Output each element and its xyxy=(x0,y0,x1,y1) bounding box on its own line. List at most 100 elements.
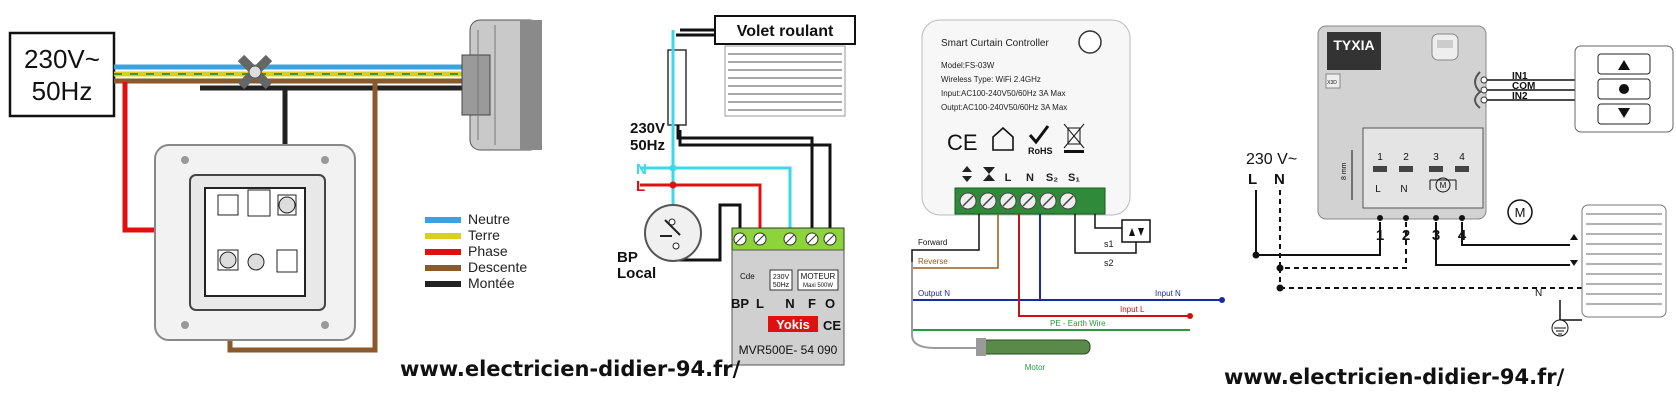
module-frequency: 50Hz xyxy=(773,282,790,289)
rohs-check-icon xyxy=(1028,125,1050,145)
s2-wire xyxy=(1074,214,1137,254)
motor-cable xyxy=(911,262,980,349)
up-down-icon xyxy=(962,166,972,182)
supply-voltage: 230V~ xyxy=(24,44,100,74)
legend-label: Montée xyxy=(468,275,515,291)
input-label: IN1 xyxy=(1512,71,1528,82)
spec-line: Wireless Type: WiFi 2.4GHz xyxy=(941,75,1041,84)
wall-switch-plate xyxy=(154,144,356,341)
module-cde: Cde xyxy=(740,272,755,281)
earth-label: PE - Earth Wire xyxy=(1050,319,1106,328)
terminal-label: BP xyxy=(731,296,749,311)
terminal-label: O xyxy=(825,296,835,311)
terminal-number: 3 xyxy=(1433,152,1439,163)
legend-label: Neutre xyxy=(468,211,510,227)
shutter-icon xyxy=(724,45,846,117)
output-n-label: Output N xyxy=(918,289,950,298)
s1-label: s1 xyxy=(1104,239,1114,249)
spec-line: Input:AC100-240V50/60Hz 3A Max xyxy=(941,89,1066,98)
svg-text:M: M xyxy=(1440,181,1447,190)
forward-label: Forward xyxy=(918,238,947,247)
mm-label: 8 mm xyxy=(1341,162,1348,180)
terminal-number: 4 xyxy=(1459,152,1465,163)
terminal-label: F xyxy=(808,296,816,311)
motor-circle-icon: M xyxy=(1507,199,1533,225)
junction-dot xyxy=(669,181,677,189)
motor-up-arrow-icon xyxy=(1570,234,1578,240)
smart-controller-device: Smart Curtain Controller Model:FS-03W Wi… xyxy=(921,19,1131,216)
s2-label: s2 xyxy=(1104,258,1114,268)
svg-text:M: M xyxy=(1515,205,1526,220)
terminal-number: 1 xyxy=(1377,152,1383,163)
legend-swatch xyxy=(425,265,461,271)
website-watermark: www.electricien-didier-94.fr/ xyxy=(1224,365,1565,389)
phase-label: L xyxy=(636,178,645,195)
wall-switch-icon xyxy=(1121,219,1151,243)
roller-shutter-icon xyxy=(1581,204,1667,318)
up-stop-down-switch xyxy=(1574,45,1674,133)
module-maxi: Maxi 500W xyxy=(803,283,833,289)
panel-3-smart-controller: Smart Curtain Controller Model:FS-03W Wi… xyxy=(911,19,1225,372)
supply-frequency-2: 50Hz xyxy=(630,137,665,154)
panel-1-switch-wiring: 230V~ 50Hz xyxy=(8,19,542,353)
motor-up-wire xyxy=(1461,222,1570,246)
line-l-label: L xyxy=(1248,171,1257,188)
line-n-label: N xyxy=(1274,171,1285,188)
tyxia-brand: TYXIA xyxy=(1333,37,1374,53)
legend-label: Phase xyxy=(468,243,508,259)
input-l-label: Input L xyxy=(1120,305,1145,314)
n-wire xyxy=(1279,190,1407,269)
house-icon xyxy=(992,126,1014,151)
terminal-label: L xyxy=(756,296,764,311)
motor-symbol-icon: M xyxy=(1429,177,1457,193)
yokis-model: MVR500E- 54 090 xyxy=(739,343,838,357)
legend-label: Descente xyxy=(468,259,527,275)
module-voltage: 230V xyxy=(773,274,790,281)
spec-line: Outpt:AC100-240V50/60Hz 3A Max xyxy=(941,103,1067,112)
input-n-label: Input N xyxy=(1155,289,1181,298)
terminal-label: S₂ xyxy=(1046,172,1058,184)
s1-wire xyxy=(1094,214,1122,229)
terminal-slot xyxy=(1373,166,1387,172)
terminal-slot xyxy=(1455,166,1469,172)
yokis-ce: CE xyxy=(823,318,841,333)
terminal-label: S₁ xyxy=(1068,172,1080,184)
input-label: COM xyxy=(1512,81,1535,92)
controller-title: Smart Curtain Controller xyxy=(941,38,1049,49)
legend-swatch xyxy=(425,249,461,255)
neutral-label: N xyxy=(636,161,647,178)
cable-sheath xyxy=(667,49,687,126)
l-wire xyxy=(1255,190,1381,256)
terminal-slot xyxy=(1429,166,1443,172)
motor-label: Motor xyxy=(1025,363,1046,372)
terminal-label: L xyxy=(1005,172,1012,184)
terminal-number: 2 xyxy=(1403,152,1409,163)
terminal-slot xyxy=(1399,166,1413,172)
legend-swatch xyxy=(425,217,461,223)
spec-line: Model:FS-03W xyxy=(941,61,995,70)
weee-bin-icon xyxy=(1063,123,1085,153)
module-moteur: MOTEUR xyxy=(801,272,836,281)
down-arrow-icon xyxy=(1618,108,1630,118)
supply-box xyxy=(8,31,116,118)
stop-icon xyxy=(983,167,995,181)
legend-swatch xyxy=(425,281,461,287)
bp-wire xyxy=(673,203,742,262)
terminal-n-label: N xyxy=(1400,184,1407,195)
motor-tube-icon xyxy=(461,19,542,151)
supply-label-4: 230 V~ xyxy=(1246,151,1297,168)
legend-label: Terre xyxy=(468,227,500,243)
phase-wire-2 xyxy=(640,183,762,232)
neutral-wire-2 xyxy=(671,30,792,232)
website-watermark: www.electricien-didier-94.fr/ xyxy=(400,357,741,381)
ground-icon xyxy=(1551,300,1582,337)
x3d-mark: X3D xyxy=(1327,80,1337,86)
input-l-wire xyxy=(1018,214,1190,317)
stop-dot-icon xyxy=(1619,84,1629,94)
terminal-label: N xyxy=(785,296,794,311)
motor-wire-o xyxy=(676,33,814,232)
legend-swatch xyxy=(425,233,461,239)
supply-frequency: 50Hz xyxy=(32,76,93,106)
